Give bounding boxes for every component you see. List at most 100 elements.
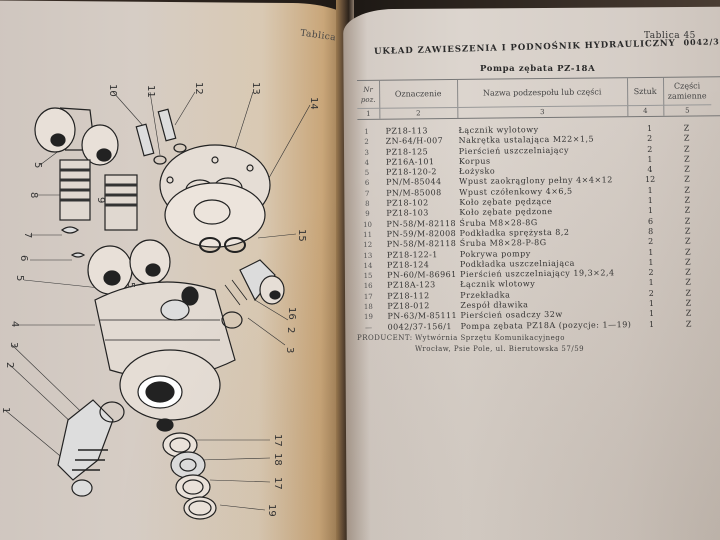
svg-text:17: 17	[272, 434, 283, 447]
row-qty: 1	[648, 247, 654, 257]
row-nr: 17	[363, 292, 373, 301]
row-spare: Z	[683, 123, 690, 133]
producer-line2: Wrocław, Psie Pole, ul. Bierutowska 57/5…	[415, 345, 585, 353]
row-spare: Z	[684, 154, 690, 164]
svg-text:5: 5	[32, 162, 43, 168]
svg-text:2: 2	[4, 362, 15, 368]
row-qty: 1	[648, 298, 654, 309]
row-nr: 16	[363, 282, 373, 291]
row-nr: 8	[365, 199, 370, 209]
row-qty: 1	[646, 123, 653, 133]
row-nr: —	[365, 323, 373, 332]
svg-text:3: 3	[284, 347, 295, 353]
page-subtitle: Pompa zębata PZ-18A	[480, 64, 596, 74]
row-code: PZ18-103	[386, 208, 429, 219]
row-qty: 6	[647, 216, 654, 226]
col-num-5: 5	[663, 104, 712, 116]
row-qty: 4	[647, 165, 653, 175]
producer-note: PRODUCENT:Wytwórnia Sprzętu Komunikacyjn…	[357, 333, 584, 355]
row-name: Pompa zębata PZ18A (pozycje: 1—19)	[460, 319, 632, 331]
row-name: Łożysko	[458, 166, 496, 177]
svg-text:19: 19	[266, 504, 277, 517]
row-code: PN/M-85044	[386, 177, 442, 188]
row-spare: Z	[684, 216, 691, 226]
parts-table: Nr poz. Oznaczenie Nazwa podzespołu lub …	[357, 76, 720, 333]
row-qty: 1	[648, 257, 654, 267]
row-spare: Z	[685, 308, 692, 318]
row-spare: Z	[685, 288, 692, 298]
row-nr: 12	[363, 241, 373, 250]
row-code: PZ18-120-2	[385, 167, 437, 177]
col-num-1: 1	[357, 107, 381, 119]
row-code: PN/M-85008	[386, 187, 442, 198]
col-header-nr: Nr poz.	[357, 80, 381, 109]
row-qty: 12	[644, 175, 656, 185]
row-code: PN-60/M-86961	[387, 270, 457, 280]
svg-text:13: 13	[250, 82, 261, 95]
row-nr: 3	[364, 148, 370, 157]
row-code: PZ18-112	[387, 291, 430, 301]
col-header-spare: Części zamienne	[667, 81, 707, 101]
row-qty: 1	[647, 154, 653, 164]
svg-text:3: 3	[8, 342, 19, 348]
row-spare: Z	[684, 185, 690, 195]
svg-text:16: 16	[286, 307, 297, 320]
row-nr: 10	[363, 220, 373, 229]
row-qty: 1	[648, 278, 654, 288]
row-qty: 2	[647, 144, 653, 154]
svg-text:5: 5	[125, 282, 136, 288]
row-spare: Z	[684, 175, 690, 185]
row-spare: Z	[685, 319, 692, 329]
row-nr: 15	[363, 272, 373, 281]
row-qty: 2	[648, 288, 654, 298]
row-code: PZ18-102	[386, 198, 429, 208]
row-nr: 4	[364, 158, 370, 167]
col-header-qty: Sztuk	[626, 77, 665, 107]
row-code: PZ18A-123	[387, 280, 436, 291]
row-nr: 1	[364, 127, 369, 136]
row-name: Przekładka	[460, 290, 511, 300]
title-code: 0042/37-100/0	[683, 35, 720, 48]
row-code: PZ18-122-1	[386, 249, 438, 260]
row-code: PZ18-012	[387, 301, 430, 311]
svg-text:11: 11	[145, 85, 156, 98]
row-name: Pokrywa pompy	[459, 248, 531, 259]
row-nr: 18	[363, 302, 373, 311]
row-nr: 9	[365, 210, 370, 219]
row-qty: 1	[647, 185, 653, 195]
svg-text:6: 6	[18, 255, 29, 261]
svg-text:18: 18	[272, 453, 283, 466]
row-nr: 14	[363, 261, 373, 270]
row-spare: Z	[685, 298, 692, 308]
table-header: Nr poz. Oznaczenie Nazwa podzespołu lub …	[357, 76, 720, 120]
svg-text:15: 15	[296, 229, 307, 242]
row-code: PN-63/M-85111	[387, 311, 458, 322]
row-spare: Z	[684, 247, 691, 257]
producer-line1: Wytwórnia Sprzętu Komunikacyjnego	[415, 334, 565, 342]
row-code: ZN-64/H-007	[385, 136, 444, 147]
row-spare: Z	[685, 257, 691, 267]
row-name: Korpus	[458, 156, 491, 166]
svg-text:7: 7	[22, 232, 33, 238]
row-qty: 2	[648, 237, 654, 247]
row-nr: 19	[363, 313, 373, 322]
svg-text:10: 10	[107, 84, 118, 97]
row-spare: Z	[684, 226, 691, 236]
row-code: PZ18-124	[386, 260, 430, 270]
svg-text:8: 8	[28, 192, 39, 198]
row-qty: 1	[647, 195, 653, 206]
row-qty: 2	[648, 268, 654, 278]
col-header-code: Oznaczenie	[379, 79, 459, 109]
row-qty: 1	[648, 309, 655, 319]
row-code: PN-58/M-82118	[386, 239, 457, 249]
svg-text:5: 5	[14, 275, 25, 281]
row-code: 0042/37-156/1	[387, 321, 452, 332]
col-num-2: 2	[379, 106, 459, 119]
svg-text:14: 14	[308, 97, 319, 110]
row-nr: 11	[363, 230, 373, 239]
row-spare: Z	[683, 133, 690, 143]
row-nr: 5	[364, 169, 370, 178]
row-nr: 7	[364, 189, 370, 198]
row-spare: Z	[685, 267, 691, 277]
